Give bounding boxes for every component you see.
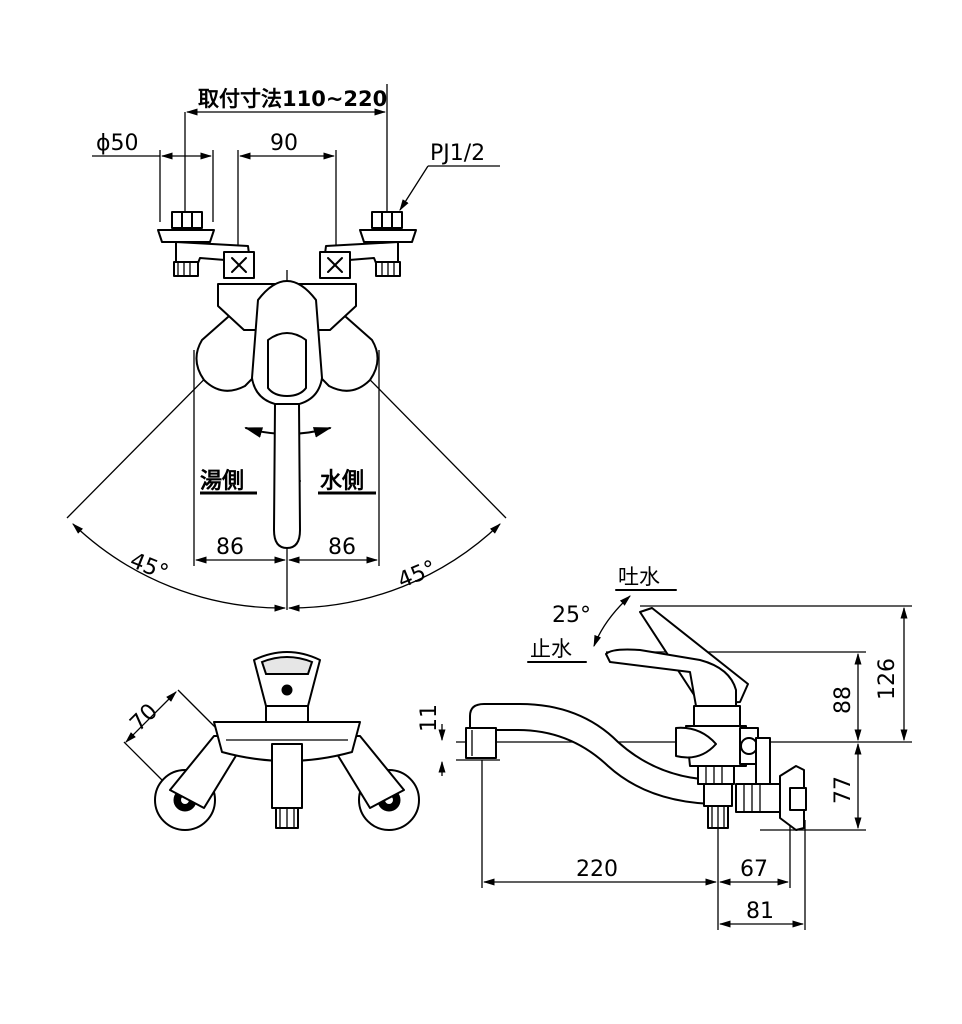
body-depth-label: 67 [740,857,768,882]
side-lever [605,648,737,707]
mount-dimension: 取付寸法110~220 [184,84,388,218]
top-view: 取付寸法110~220 ϕ50 90 PJ1/2 [66,84,507,612]
side-labels: 湯側 水側 [200,469,376,495]
spout-height-label: 11 [417,704,442,732]
left-angle-label: 45° [126,548,172,586]
thread-label: PJ1/2 [430,141,485,166]
cold-side-label: 水側 [320,469,364,494]
left-fitting [157,211,255,279]
center-dim-label: 90 [270,131,298,156]
side-body-collar [693,705,741,727]
center-dimension: 90 [237,131,337,262]
lever-height-label: 88 [831,686,856,714]
mount-dim-label: 取付寸法110~220 [198,87,387,111]
offset-dimensions: 86 86 [193,350,380,566]
total-height-label: 126 [875,658,900,700]
spout-top [273,403,301,549]
right-offset-label: 86 [328,535,356,560]
right-fitting [319,211,417,279]
below-height-label: 77 [831,776,856,804]
front-stem [271,743,303,809]
right-angle-label: 45° [394,556,440,594]
lever-angle-label: 25° [552,603,591,628]
stop-label: 止水 [530,637,572,661]
leg-dim-label: 70 [125,699,162,736]
front-view: 70 [123,651,420,831]
outlet-label: 吐水 [618,565,660,589]
wall-depth-label: 81 [746,899,774,924]
swing-arc: 45° 45° [66,270,507,612]
spout-reach-label: 220 [576,857,618,882]
left-offset-label: 86 [216,535,244,560]
phi-dimension: ϕ50 [92,131,214,222]
side-view: 吐水 25° 止水 126 88 77 11 220 67 81 [417,565,912,930]
lever-grip [267,332,307,397]
thread-leader: PJ1/2 [399,141,500,211]
phi-dim-label: ϕ50 [96,131,139,156]
hot-side-label: 湯側 [200,469,244,494]
